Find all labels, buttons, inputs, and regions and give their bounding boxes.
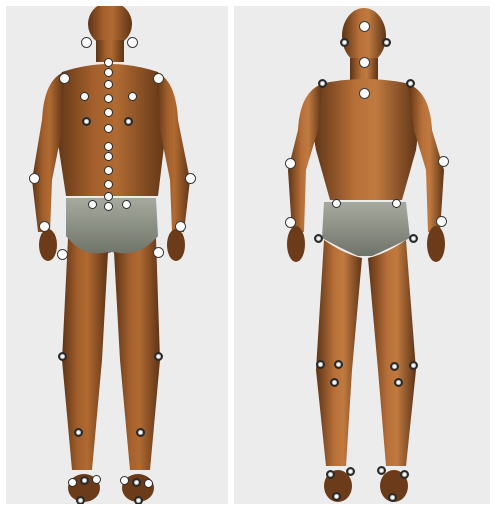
posterior-marker-27[interactable] [57,249,68,260]
posterior-marker-4[interactable] [104,68,113,77]
anterior-marker-7[interactable] [359,88,370,99]
posterior-marker-31[interactable] [74,428,83,437]
posterior-marker-17[interactable] [80,92,89,101]
posterior-marker-28[interactable] [153,247,164,258]
anterior-marker-17[interactable] [334,360,343,369]
anterior-marker-9[interactable] [438,156,449,167]
anterior-marker-14[interactable] [314,234,323,243]
anterior-marker-3[interactable] [382,38,391,47]
posterior-body-figure [6,6,228,504]
posterior-marker-26[interactable] [175,221,186,232]
anterior-marker-21[interactable] [394,378,403,387]
anterior-marker-2[interactable] [340,38,349,47]
posterior-marker-8[interactable] [104,124,113,133]
posterior-marker-7[interactable] [104,108,113,117]
posterior-marker-32[interactable] [136,428,145,437]
anterior-marker-23[interactable] [346,467,355,476]
posterior-marker-12[interactable] [104,180,113,189]
posterior-marker-21[interactable] [29,173,40,184]
posterior-marker-24[interactable] [122,200,131,209]
posterior-marker-15[interactable] [59,73,70,84]
anterior-marker-20[interactable] [330,378,339,387]
anterior-marker-5[interactable] [318,79,327,88]
posterior-marker-39[interactable] [76,496,85,505]
posterior-marker-40[interactable] [134,496,143,505]
posterior-marker-19[interactable] [82,117,91,126]
posterior-marker-16[interactable] [153,73,164,84]
anterior-marker-18[interactable] [390,362,399,371]
posterior-marker-37[interactable] [132,478,141,487]
posterior-marker-5[interactable] [104,80,113,89]
anterior-marker-16[interactable] [316,360,325,369]
posterior-marker-9[interactable] [104,142,113,151]
posterior-marker-1[interactable] [81,37,92,48]
anterior-marker-13[interactable] [436,216,447,227]
anterior-marker-12[interactable] [285,217,296,228]
anterior-marker-11[interactable] [392,199,401,208]
anterior-marker-8[interactable] [285,158,296,169]
anterior-marker-22[interactable] [326,470,335,479]
posterior-marker-36[interactable] [120,476,129,485]
anterior-marker-6[interactable] [406,79,415,88]
posterior-marker-34[interactable] [80,476,89,485]
posterior-marker-33[interactable] [68,478,77,487]
anterior-body-figure [234,6,490,504]
anterior-marker-19[interactable] [409,361,418,370]
posterior-marker-2[interactable] [127,37,138,48]
anterior-view-panel [234,6,490,504]
posterior-marker-6[interactable] [104,94,113,103]
posterior-marker-25[interactable] [39,221,50,232]
posterior-view-panel [6,6,228,504]
posterior-marker-14[interactable] [104,202,113,211]
posterior-marker-20[interactable] [124,117,133,126]
anterior-marker-1[interactable] [359,21,370,32]
anterior-marker-27[interactable] [388,493,397,502]
posterior-marker-23[interactable] [88,200,97,209]
posterior-marker-22[interactable] [185,173,196,184]
posterior-marker-18[interactable] [128,92,137,101]
posterior-marker-10[interactable] [104,152,113,161]
anterior-marker-15[interactable] [409,234,418,243]
posterior-marker-3[interactable] [104,58,113,67]
anterior-marker-24[interactable] [377,466,386,475]
posterior-marker-35[interactable] [92,475,101,484]
anterior-marker-10[interactable] [332,199,341,208]
anterior-marker-25[interactable] [400,470,409,479]
posterior-marker-13[interactable] [104,192,113,201]
posterior-marker-11[interactable] [104,166,113,175]
posterior-marker-29[interactable] [58,352,67,361]
posterior-marker-38[interactable] [144,479,153,488]
anterior-marker-26[interactable] [332,492,341,501]
posterior-marker-30[interactable] [154,352,163,361]
anterior-marker-4[interactable] [359,57,370,68]
